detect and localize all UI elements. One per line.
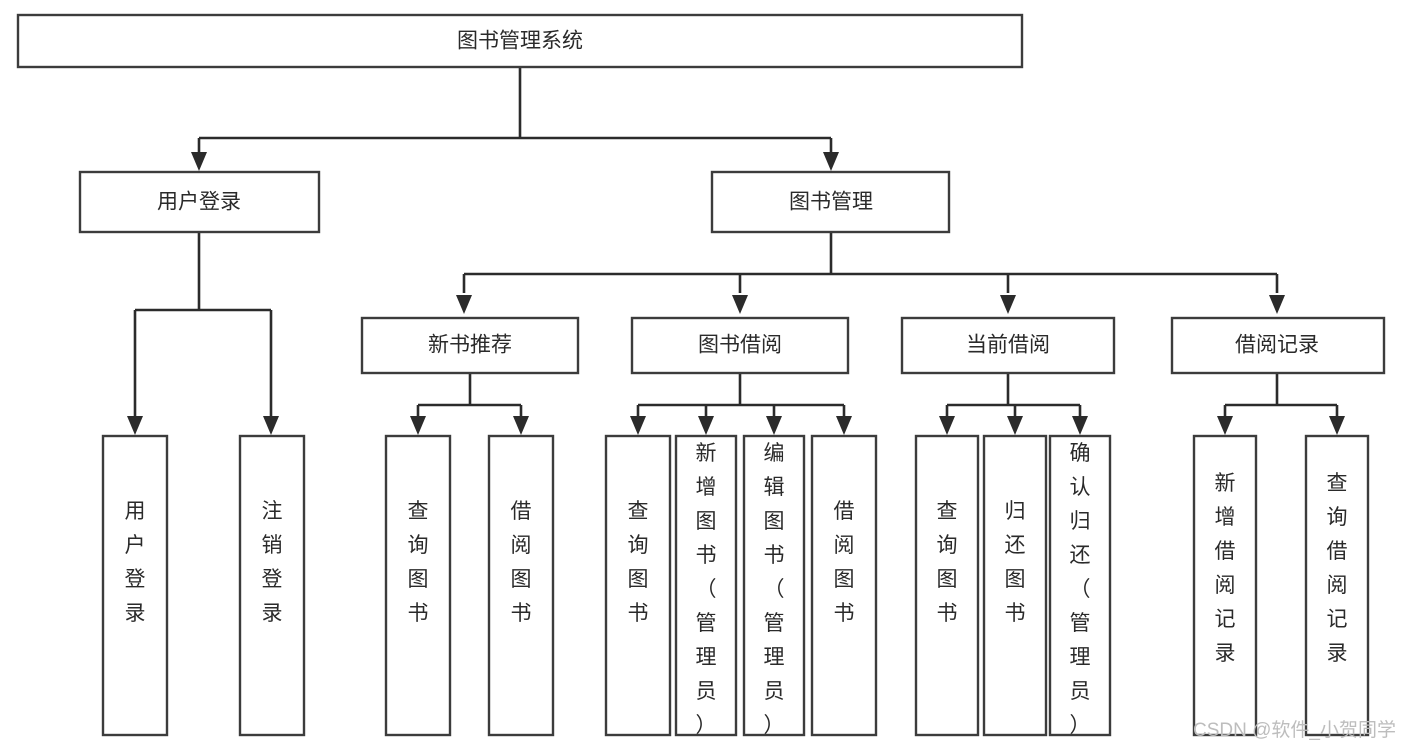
connector-group-currentborrow-to-leaves xyxy=(939,373,1088,435)
leaf-box xyxy=(487,434,555,737)
node-book-management-box xyxy=(710,170,951,234)
leaf-node-currentborrow-confirm-return[interactable]: 确认归还（管理员） xyxy=(1048,434,1112,737)
leaf-node-bookborrow-add-book[interactable]: 新增图书（管理员） xyxy=(674,434,738,737)
leaf-node-currentborrow-return-book[interactable]: 归还图书 xyxy=(982,434,1048,737)
node-current-borrow-box xyxy=(900,316,1116,375)
arrow-icon-newbook-leaf-2 xyxy=(513,416,529,435)
node-current-borrow[interactable]: 当前借阅 xyxy=(900,316,1116,375)
leaf-label: 新增借阅记录 xyxy=(1215,472,1236,665)
node-current-borrow-label: 当前借阅 xyxy=(966,334,1050,357)
arrow-icon-bookborrow-leaf-3 xyxy=(766,416,782,435)
node-new-book-recommend-label: 新书推荐 xyxy=(428,334,512,357)
leaf-label: 查询借阅记录 xyxy=(1327,472,1348,665)
connector-group-userlogin-to-leaves xyxy=(127,232,279,435)
leaf-node-bookborrow-query-book[interactable]: 查询图书 xyxy=(604,434,672,737)
node-borrow-record-label: 借阅记录 xyxy=(1235,334,1319,357)
leaf-box xyxy=(604,434,672,737)
node-book-borrow-box xyxy=(630,316,850,375)
leaf-node-bookborrow-borrow-book[interactable]: 借阅图书 xyxy=(810,434,878,737)
node-book-management[interactable]: 图书管理 xyxy=(710,170,951,234)
leaf-label: 查询图书 xyxy=(937,500,958,625)
leaf-box xyxy=(914,434,980,737)
leaf-box xyxy=(101,434,169,737)
arrow-icon-newbook-leaf-1 xyxy=(410,416,426,435)
node-user-login-box xyxy=(78,170,321,234)
leaf-node-borrowrecord-add-record[interactable]: 新增借阅记录 xyxy=(1192,434,1258,737)
arrow-icon-bookmgmt-to-current xyxy=(1000,295,1016,314)
leaf-node-bookborrow-edit-book[interactable]: 编辑图书（管理员） xyxy=(742,434,806,737)
node-root-label: 图书管理系统 xyxy=(457,30,583,53)
node-book-borrow-label: 图书借阅 xyxy=(698,334,782,357)
node-root-system[interactable]: 图书管理系统 xyxy=(16,13,1024,69)
node-book-borrow[interactable]: 图书借阅 xyxy=(630,316,850,375)
connector-group-root-to-level2 xyxy=(191,67,839,171)
arrow-icon-bookmgmt-to-new-book xyxy=(456,295,472,314)
leaf-label: 新增图书（管理员） xyxy=(696,442,717,737)
leaf-node-newbook-borrow-book[interactable]: 借阅图书 xyxy=(487,434,555,737)
arrow-icon-root-to-book-mgmt xyxy=(823,152,839,171)
leaf-box xyxy=(1048,434,1112,737)
leaf-label: 查询图书 xyxy=(408,500,429,625)
node-new-book-recommend-box xyxy=(360,316,580,375)
connector-group-bookborrow-to-leaves xyxy=(630,373,852,435)
connector-group-newbook-to-leaves xyxy=(410,373,529,435)
leaf-label: 查询图书 xyxy=(628,500,649,625)
node-user-login[interactable]: 用户登录 xyxy=(78,170,321,234)
leaf-box xyxy=(238,434,306,737)
leaf-node-currentborrow-query-book[interactable]: 查询图书 xyxy=(914,434,980,737)
leaf-box xyxy=(1304,434,1370,737)
leaf-node-borrowrecord-query-record[interactable]: 查询借阅记录 xyxy=(1304,434,1370,737)
watermark-label: CSDN @软件_小贺同学 xyxy=(1193,719,1396,741)
leaf-box xyxy=(810,434,878,737)
connector-group-borrowrecord-to-leaves xyxy=(1217,373,1345,435)
connector-group-bookmgmt-to-level3 xyxy=(456,232,1285,314)
arrow-icon-borrowrecord-leaf-2 xyxy=(1329,416,1345,435)
arrow-icon-currentborrow-leaf-1 xyxy=(939,416,955,435)
arrow-icon-userlogin-leaf-1 xyxy=(127,416,143,435)
leaf-node-newbook-query-book[interactable]: 查询图书 xyxy=(384,434,452,737)
leaf-label: 确认归还（管理员） xyxy=(1070,442,1091,737)
arrow-icon-bookborrow-leaf-1 xyxy=(630,416,646,435)
leaf-box xyxy=(982,434,1048,737)
arrow-icon-borrowrecord-leaf-1 xyxy=(1217,416,1233,435)
node-root-box xyxy=(16,13,1024,69)
arrow-icon-root-to-user-login xyxy=(191,152,207,171)
arrow-icon-bookmgmt-to-record xyxy=(1269,295,1285,314)
arrow-icon-currentborrow-leaf-2 xyxy=(1007,416,1023,435)
leaf-label: 编辑图书（管理员） xyxy=(764,442,785,737)
leaf-label: 用户登录 xyxy=(125,500,146,625)
arrow-icon-userlogin-leaf-2 xyxy=(263,416,279,435)
arrow-icon-currentborrow-leaf-3 xyxy=(1072,416,1088,435)
node-book-management-label: 图书管理 xyxy=(789,191,873,214)
leaf-box xyxy=(742,434,806,737)
arrow-icon-bookborrow-leaf-4 xyxy=(836,416,852,435)
node-new-book-recommend[interactable]: 新书推荐 xyxy=(360,316,580,375)
leaf-box xyxy=(1192,434,1258,737)
node-user-login-label: 用户登录 xyxy=(157,191,241,214)
leaf-box xyxy=(674,434,738,737)
leaf-label: 注销登录 xyxy=(262,500,283,625)
leaf-label: 借阅图书 xyxy=(511,500,532,625)
node-borrow-record[interactable]: 借阅记录 xyxy=(1170,316,1386,375)
arrow-icon-bookmgmt-to-borrow xyxy=(732,295,748,314)
leaf-node-user-login-logout[interactable]: 注销登录 xyxy=(238,434,306,737)
leaf-node-user-login-login[interactable]: 用户登录 xyxy=(101,434,169,737)
leaf-box xyxy=(384,434,452,737)
node-borrow-record-box xyxy=(1170,316,1386,375)
arrow-icon-bookborrow-leaf-2 xyxy=(698,416,714,435)
leaf-label: 归还图书 xyxy=(1005,500,1026,625)
leaf-label: 借阅图书 xyxy=(834,500,855,625)
